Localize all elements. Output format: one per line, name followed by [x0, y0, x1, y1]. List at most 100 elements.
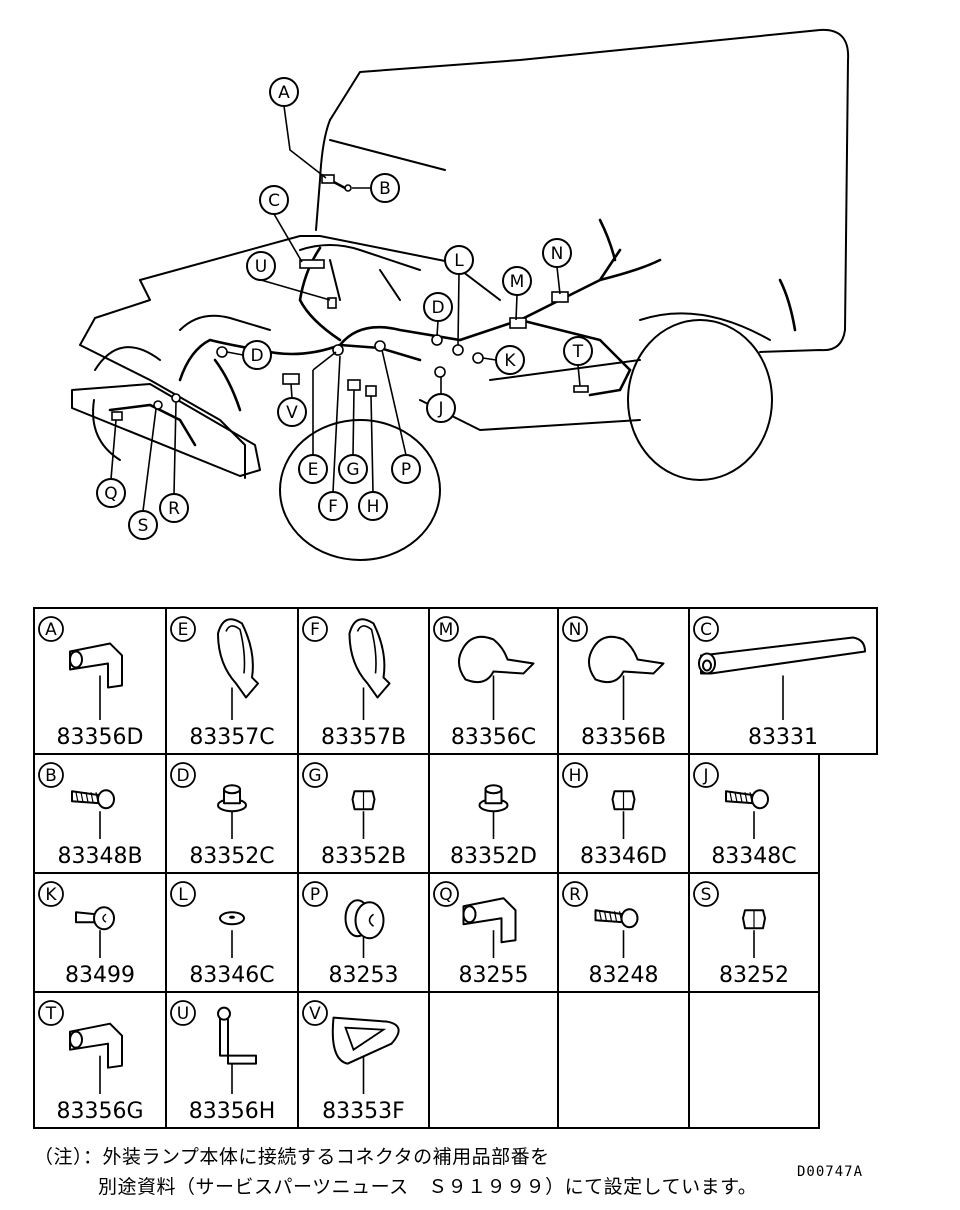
callout-letter: F — [328, 497, 338, 517]
cell-letter: N — [569, 620, 582, 640]
part-number: 83352C — [189, 844, 274, 869]
callout-letter: J — [437, 399, 443, 419]
cell-letter: P — [310, 885, 320, 905]
part-number: 83356G — [56, 1099, 143, 1124]
callout-s: S — [128, 510, 158, 540]
part-number: 83353F — [322, 1099, 405, 1124]
rivet-icon — [75, 906, 115, 931]
part-cell-83353f: V 83353F — [297, 992, 405, 1128]
callout-d: D — [423, 292, 453, 322]
callout-letter: D — [250, 346, 263, 366]
cell-letter: C — [700, 620, 712, 640]
cell-letter: V — [309, 1004, 321, 1024]
band-icon — [348, 618, 391, 699]
part-cell-83352d: 83352D — [428, 754, 537, 873]
cell-letter: G — [308, 766, 321, 786]
part-number: 83346D — [580, 844, 667, 869]
washer-icon — [219, 911, 245, 926]
part-cell-83348c: J 83348C — [688, 754, 797, 873]
part-number: 83331 — [748, 725, 818, 750]
nut-icon — [611, 790, 636, 811]
part-number: 83356B — [581, 725, 666, 750]
callout-letter: T — [572, 342, 584, 362]
cell-letter: D — [176, 766, 189, 786]
callout-letter: C — [268, 191, 280, 211]
part-cell-83346d: H 83346D — [557, 754, 667, 873]
part-cell-83357c: E 83357C — [165, 608, 275, 754]
protector-icon — [698, 636, 866, 675]
callout-letter: D — [431, 298, 444, 318]
part-number: 83248 — [589, 963, 659, 988]
part-number: 83252 — [719, 963, 789, 988]
callout-letter: V — [286, 403, 298, 423]
part-number: 83499 — [65, 963, 135, 988]
callout-letter: B — [379, 179, 391, 199]
callout-letter: M — [510, 272, 525, 292]
cell-letter: A — [45, 620, 57, 640]
part-number: 83346C — [189, 963, 274, 988]
cell-letter: R — [569, 885, 581, 905]
callout-letter: G — [346, 460, 359, 480]
clamp-icon — [588, 635, 665, 684]
clip-icon — [462, 897, 517, 944]
band-icon — [217, 618, 259, 699]
callout-a: A — [269, 77, 299, 107]
part-number: 83253 — [329, 963, 399, 988]
callout-letter: Q — [104, 484, 117, 504]
part-number: 83348C — [711, 844, 796, 869]
callout-m: M — [502, 266, 532, 296]
callout-t: T — [563, 336, 593, 366]
callout-letter: R — [168, 499, 180, 519]
part-number: 83357B — [321, 725, 406, 750]
callout-v: V — [277, 397, 307, 427]
callout-n: N — [542, 238, 572, 268]
part-number: 83352D — [450, 844, 537, 869]
callout-h: H — [358, 491, 388, 521]
part-cell-83331: C 83331 — [688, 608, 866, 754]
callout-u: U — [246, 251, 276, 281]
cell-letter: J — [702, 766, 708, 786]
part-cell-83248: R 83248 — [557, 873, 659, 992]
cell-letter: M — [439, 620, 454, 640]
part-cell-83356c: M 83356C — [428, 608, 536, 754]
nut-icon — [742, 909, 766, 930]
callout-f: F — [318, 491, 348, 521]
bracket-icon — [217, 1006, 257, 1065]
clip-icon — [69, 642, 123, 689]
callout-letter: P — [401, 460, 411, 480]
clip-icon — [69, 1022, 123, 1069]
cell-letter: H — [569, 766, 582, 786]
callout-l: L — [444, 245, 474, 275]
part-cell-83356g: T 83356G — [38, 1000, 144, 1124]
part-number: 83356H — [189, 1099, 276, 1124]
bumper-outline — [71, 383, 261, 477]
callout-r: R — [159, 493, 189, 523]
rear-tire — [627, 319, 773, 481]
callout-d: D — [242, 340, 272, 370]
cap-icon — [344, 899, 385, 940]
callout-letter: A — [278, 83, 290, 103]
callout-j: J — [426, 393, 456, 423]
cell-letter: T — [45, 1004, 57, 1024]
front-tire — [279, 419, 441, 561]
part-number: 83356C — [451, 725, 536, 750]
screw-icon — [594, 908, 639, 929]
callout-letter: K — [504, 351, 516, 371]
cell-letter: E — [178, 620, 189, 640]
callout-letter: N — [551, 244, 564, 264]
part-cell-83352c: D 83352C — [165, 754, 275, 873]
callout-e: E — [298, 454, 328, 484]
part-cell-83253: P 83253 — [297, 873, 399, 992]
part-number: 83357C — [189, 725, 274, 750]
grommet-icon — [478, 784, 509, 813]
callout-p: P — [391, 454, 421, 484]
